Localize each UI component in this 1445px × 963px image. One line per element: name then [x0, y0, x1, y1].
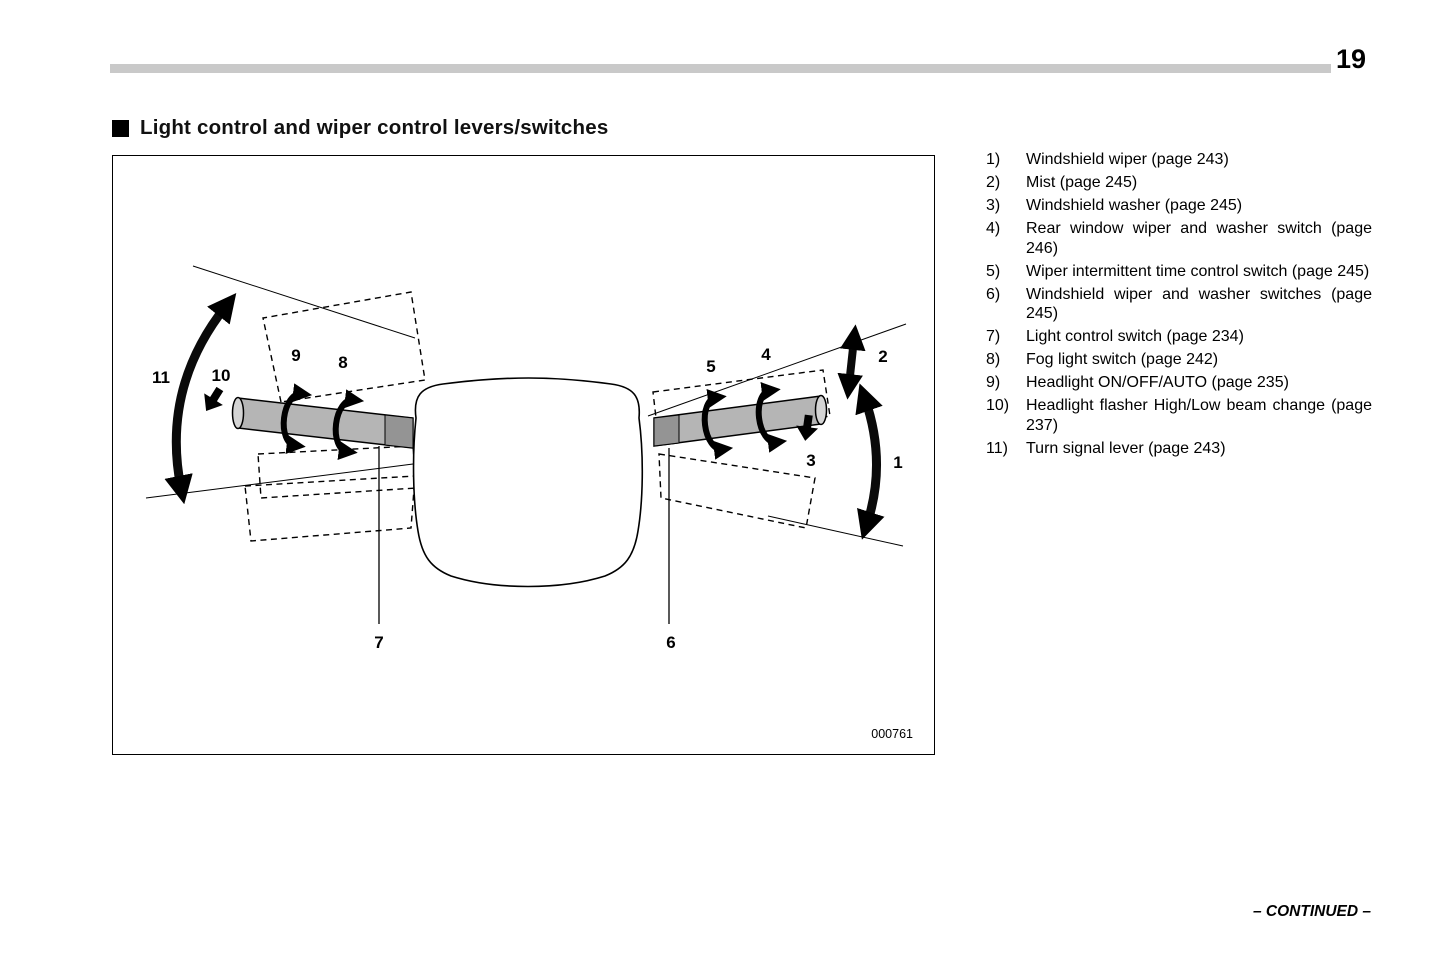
legend-item-text: Headlight ON/OFF/AUTO (page 235) — [1026, 374, 1289, 392]
callout-label-9: 9 — [291, 346, 300, 365]
legend-item-number: 6) — [986, 285, 1001, 303]
callout-label-7: 7 — [374, 633, 383, 652]
turn-signal-motion-arrow — [164, 293, 237, 505]
legend-list: 1) Windshield wiper (page 243) 2) Mist (… — [986, 150, 1372, 462]
dashed-lever-position-up-left — [262, 291, 426, 403]
callout-label-5: 5 — [706, 357, 715, 376]
legend-item-text: Rear window wiper and washer switch (pag… — [1026, 220, 1372, 257]
callout-label-2: 2 — [878, 347, 887, 366]
callout-label-10: 10 — [212, 366, 231, 385]
legend-item-text: Turn signal lever (page 243) — [1026, 439, 1226, 457]
headlight-flasher-arrow — [204, 386, 224, 412]
figure-box: 11 10 9 8 5 4 2 3 1 7 6 000761 — [112, 155, 935, 755]
dashed-lever-position-down-left-2 — [244, 475, 416, 542]
continued-label: – CONTINUED – — [1253, 903, 1371, 920]
legend-item: 7) Light control switch (page 234) — [986, 327, 1372, 347]
left-control-lever — [231, 396, 414, 449]
mist-motion-arrow — [837, 324, 866, 400]
callout-label-8: 8 — [338, 353, 347, 372]
legend-item: 3) Windshield washer (page 245) — [986, 196, 1372, 216]
washer-push-arrow — [796, 414, 819, 441]
legend-item: 9) Headlight ON/OFF/AUTO (page 235) — [986, 373, 1372, 393]
dashed-lever-position-down-right — [658, 453, 816, 529]
rotary-ring-intermittent-time-switch — [701, 389, 734, 460]
legend-item-number: 8) — [986, 351, 1001, 369]
legend-item: 11) Turn signal lever (page 243) — [986, 439, 1372, 459]
figure-code: 000761 — [871, 727, 913, 741]
legend-item: 10) Headlight flasher High/Low beam chan… — [986, 396, 1372, 435]
callout-label-11: 11 — [152, 368, 170, 387]
legend-item-number: 1) — [986, 151, 1001, 168]
section-heading: Light control and wiper control levers/s… — [112, 116, 608, 140]
steering-wheel-outline — [412, 377, 644, 588]
legend-item-number: 2) — [986, 174, 1001, 192]
header-rule — [110, 64, 1331, 73]
legend-item: 6) Windshield wiper and washer switches … — [986, 285, 1372, 324]
legend-item-number: 3) — [986, 197, 1001, 215]
leader-line — [767, 515, 904, 547]
wiper-light-controls-diagram: 11 10 9 8 5 4 2 3 1 7 6 000761 — [145, 265, 913, 741]
legend-item-text: Light control switch (page 234) — [1026, 328, 1244, 346]
dashed-lever-position-down-left-1 — [257, 445, 417, 499]
legend-item-number: 11) — [986, 439, 1008, 457]
leader-line — [192, 265, 416, 339]
legend-item-text: Headlight flasher High/Low beam change (… — [1026, 397, 1372, 434]
rotary-ring-headlight-switch — [280, 383, 313, 454]
legend-item-text: Windshield washer (page 245) — [1026, 197, 1243, 215]
legend-item-text: Wiper intermittent time control switch (… — [1026, 262, 1370, 280]
legend-item-number: 9) — [986, 374, 1001, 392]
legend-item-text: Fog light switch (page 242) — [1026, 351, 1219, 369]
legend-item-text: Windshield wiper and washer switches (pa… — [1026, 285, 1372, 323]
callout-label-3: 3 — [806, 451, 815, 470]
legend-item: 1) Windshield wiper (page 243) — [986, 150, 1372, 170]
legend-item-text: Mist (page 245) — [1026, 174, 1138, 192]
legend-item-number: 7) — [986, 328, 1001, 346]
legend-item-number: 10) — [986, 397, 1010, 415]
callout-label-1: 1 — [893, 453, 902, 472]
legend-item: 5) Wiper intermittent time control switc… — [986, 262, 1372, 282]
legend-item: 2) Mist (page 245) — [986, 173, 1372, 193]
rotary-ring-fog-light-switch — [332, 389, 365, 460]
rotary-ring-rear-wiper-switch — [755, 382, 788, 453]
right-control-lever — [653, 394, 828, 447]
legend-item-number: 4) — [986, 220, 1001, 238]
leader-line — [145, 463, 414, 499]
heading-bullet-icon — [112, 119, 129, 137]
legend-item-text: Windshield wiper (page 243) — [1026, 151, 1229, 168]
legend-item-number: 5) — [986, 262, 1001, 280]
page-number: 19 — [1336, 44, 1367, 74]
section-title: Light control and wiper control levers/s… — [140, 116, 609, 139]
callout-label-6: 6 — [666, 633, 675, 652]
legend-item: 4) Rear window wiper and washer switch (… — [986, 219, 1372, 258]
legend-item: 8) Fog light switch (page 242) — [986, 350, 1372, 370]
callout-label-4: 4 — [761, 345, 771, 364]
wiper-lever-motion-arrow — [855, 383, 885, 540]
